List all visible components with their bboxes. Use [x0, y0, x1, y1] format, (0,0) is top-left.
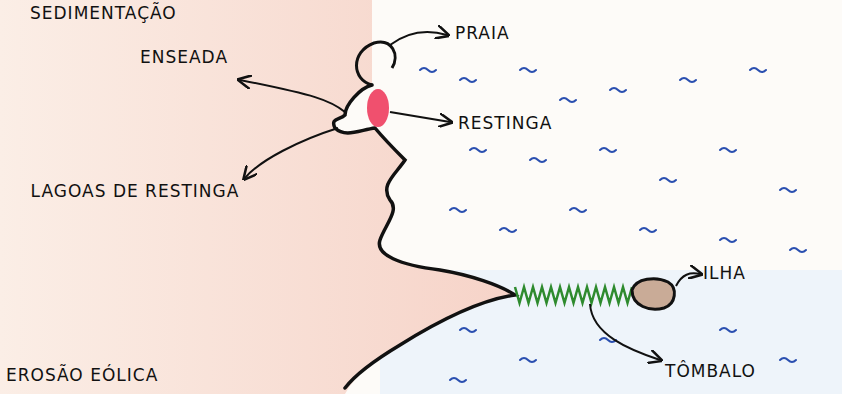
water-mark [640, 228, 656, 232]
leader-line [240, 80, 345, 112]
water-mark [560, 98, 576, 102]
water-mark [600, 148, 616, 152]
leader-line [390, 32, 447, 45]
tombolo-label: TÔMBALO [665, 360, 756, 383]
leader-line [390, 112, 450, 122]
erosion-title: EROSÃO EÓLICA [6, 364, 158, 387]
water-mark [570, 208, 586, 212]
water-mark [450, 208, 466, 212]
water-mark [520, 68, 536, 72]
restinga-label: RESTINGA [458, 112, 552, 135]
water-mark [460, 328, 476, 332]
beach-label: PRAIA [455, 22, 510, 45]
tombolo-strip [515, 287, 632, 303]
island-shape [632, 279, 674, 309]
water-mark [660, 178, 676, 182]
water-mark [720, 328, 736, 332]
leader-lines [240, 32, 700, 360]
water-mark [720, 148, 736, 152]
island-label: ILHA [703, 262, 746, 285]
water-mark [790, 248, 806, 252]
water-mark [460, 78, 476, 82]
water-mark [450, 378, 466, 382]
leader-line [590, 304, 660, 360]
lagoon-label: LAGOAS DE RESTINGA [20, 180, 250, 203]
water-mark [500, 228, 516, 232]
water-mark [470, 148, 486, 152]
bay-label: ENSEADA [140, 46, 228, 69]
sedimentation-title: SEDIMENTAÇÃO [30, 2, 177, 25]
leader-line [676, 273, 700, 286]
water-mark [720, 238, 736, 242]
praia-arc [357, 42, 396, 85]
land-area [0, 0, 515, 394]
water-mark [780, 358, 796, 362]
water-mark [780, 188, 796, 192]
water-mark [610, 88, 626, 92]
water-marks [420, 68, 806, 382]
water-mark [680, 78, 696, 82]
restinga-patch [367, 89, 389, 127]
water-mark [520, 358, 536, 362]
water-mark [750, 68, 766, 72]
leader-line [245, 128, 338, 178]
water-mark [530, 158, 546, 162]
water-mark [420, 68, 436, 72]
